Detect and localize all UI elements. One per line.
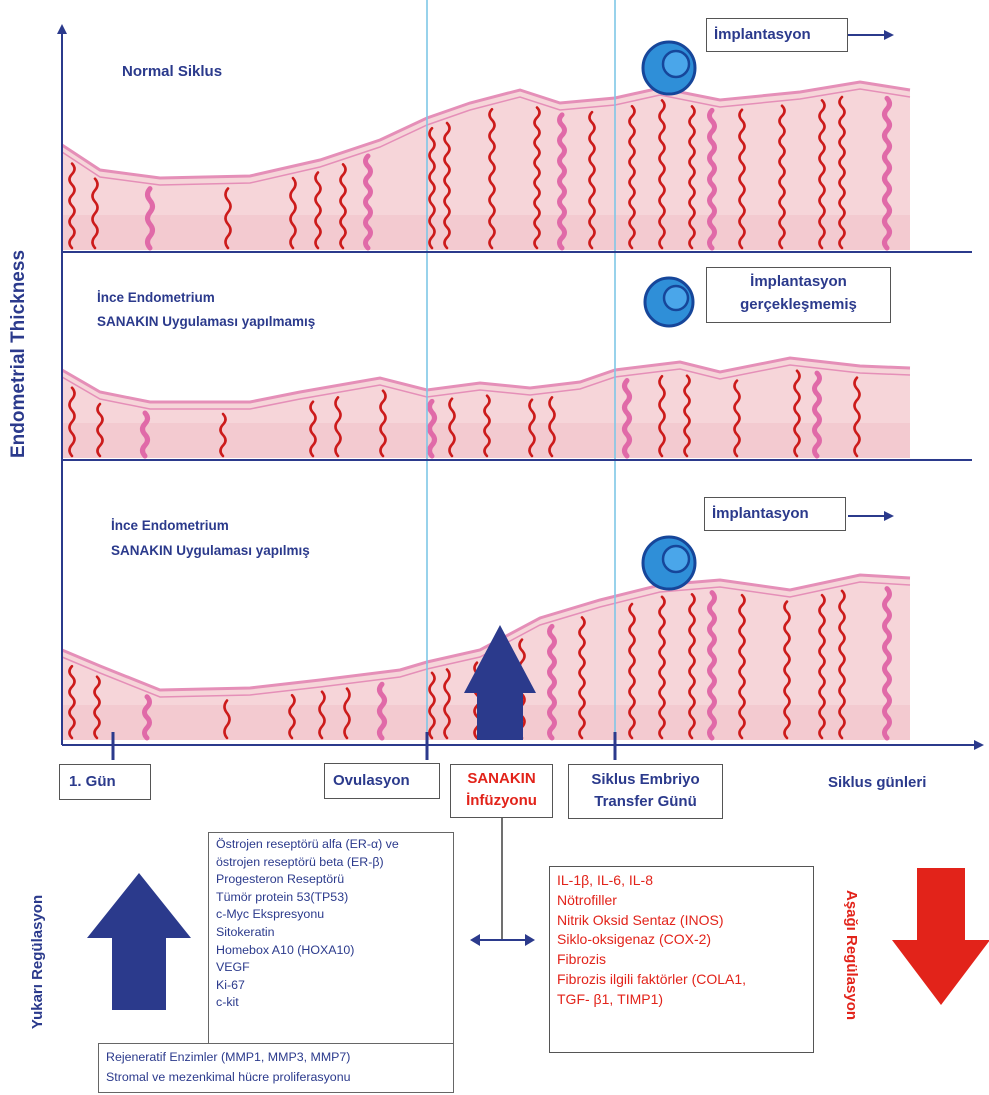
upregulation-item: östrojen reseptörü beta (ER-β) [216,854,399,872]
no-implantation-label-line2: gerçekleşmemiş [707,296,890,313]
panel3-title: İnce Endometrium [111,518,229,533]
downregulation-arrow-icon [892,868,989,1005]
panel3-subtitle: SANAKIN Uygulaması yapılmış [111,543,310,558]
upregulation-arrow-icon [87,873,191,1010]
ovulation-label: Ovulasyon [333,772,410,789]
sanakin-label: SANAKIN [451,770,552,787]
day1-label: 1. Gün [69,773,116,790]
downregulation-item: Nitrik Oksid Sentaz (INOS) [557,911,746,931]
embryo-icon [643,42,695,94]
ovulation-box: Ovulasyon [324,763,440,799]
upregulation-item: Ki-67 [216,977,399,995]
x-axis-label: Siklus günleri [828,774,926,791]
sanakin-infusion-box: SANAKIN İnfüzyonu [450,764,553,818]
basal-layer [62,215,910,250]
downregulation-item: Fibrozis ilgili faktörler (COLA1, [557,970,746,990]
upregulation-item: VEGF [216,959,399,977]
embryo-icon [643,537,695,589]
transfer-label-line1: Siklus Embriyo [569,771,722,788]
upregulation-extra-list: Rejeneratif Enzimler (MMP1, MMP3, MMP7)S… [106,1047,350,1087]
downregulation-title: Aşağı Regülasyon [843,890,860,1020]
gland [885,98,890,248]
upregulation-item: Progesteron Reseptörü [216,871,399,889]
infusion-label: İnfüzyonu [451,792,552,809]
day1-box: 1. Gün [59,764,151,800]
gland [710,593,715,738]
downregulation-item: Fibrozis [557,950,746,970]
upregulation-item: c-Myc Ekspresyonu [216,906,399,924]
upregulation-item: c-kit [216,994,399,1012]
implantation-label: İmplantasyon [712,505,809,522]
upregulation-item: Östrojen reseptörü alfa (ER-α) ve [216,836,399,854]
implantation-status-box: İmplantasyon [704,497,846,531]
upregulation-item: Sitokeratin [216,924,399,942]
no-implantation-status-box: İmplantasyon gerçekleşmemiş [706,267,891,323]
implantation-label: İmplantasyon [714,26,811,43]
gland [885,589,890,738]
no-implantation-label: İmplantasyon [707,273,890,290]
panel2-title: İnce Endometrium [97,290,215,305]
upregulation-list: Östrojen reseptörü alfa (ER-α) veöstroje… [216,836,399,1012]
transfer-label-line2: Transfer Günü [569,793,722,810]
downregulation-item: TGF- β1, TIMP1) [557,990,746,1010]
panel2-subtitle: SANAKIN Uygulaması yapılmamış [97,314,315,329]
transfer-day-box: Siklus Embriyo Transfer Günü [568,764,723,819]
double-arrow-head-right [525,934,535,946]
y-axis-label: Endometrial Thickness [8,250,29,458]
panel1-title: Normal Siklus [122,63,222,80]
upregulation-extra-item: Rejeneratif Enzimler (MMP1, MMP3, MMP7) [106,1047,350,1067]
downregulation-item: Siklo-oksigenaz (COX-2) [557,930,746,950]
upregulation-item: Tümör protein 53(TP53) [216,889,399,907]
implantation-status-box: İmplantasyon [706,18,848,52]
upregulation-title: Yukarı Regülasyon [29,895,46,1029]
downregulation-item: Nötrofiller [557,891,746,911]
double-arrow-head-left [470,934,480,946]
upregulation-extra-item: Stromal ve mezenkimal hücre proliferasyo… [106,1067,350,1087]
embryo-icon [645,278,693,326]
upregulation-item: Homebox A10 (HOXA10) [216,942,399,960]
downregulation-item: IL-1β, IL-6, IL-8 [557,871,746,891]
